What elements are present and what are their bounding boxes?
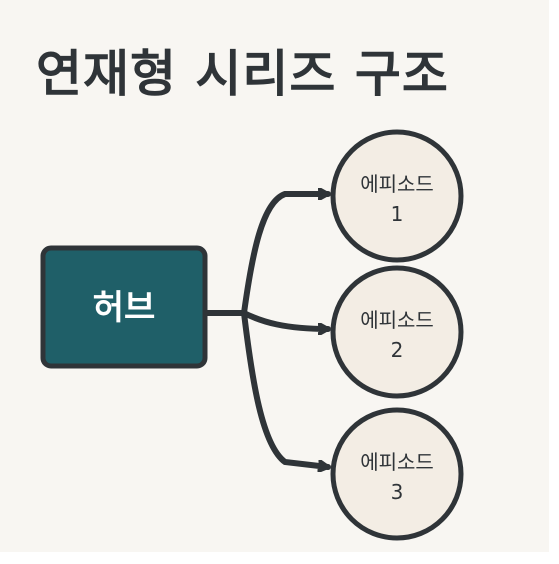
episode-node-3: 에피소드 3 xyxy=(330,407,464,541)
episode-2-title: 에피소드 xyxy=(360,308,434,332)
diagram-canvas: 연재형 시리즈 구조 허브 에피소드 1 에피소드 2 xyxy=(0,0,549,552)
episode-node-1: 에피소드 1 xyxy=(330,129,464,263)
episode-circle-2 xyxy=(330,265,464,399)
arrow-to-episode-3 xyxy=(241,310,331,467)
hub-label: 허브 xyxy=(93,288,156,328)
arrow-to-episode-2 xyxy=(241,310,331,329)
hub-episode-diagram: 허브 에피소드 1 에피소드 2 에피소드 3 xyxy=(40,129,464,541)
episode-circle-1 xyxy=(330,129,464,263)
episode-circle-3 xyxy=(330,407,464,541)
arrow-to-episode-1 xyxy=(241,194,331,316)
hub-node: 허브 xyxy=(40,245,208,369)
episode-1-title: 에피소드 xyxy=(360,172,434,196)
hub-box xyxy=(40,245,208,369)
diagram-title: 연재형 시리즈 구조 xyxy=(36,45,449,103)
episode-2-number: 2 xyxy=(391,338,404,362)
episode-3-title: 에피소드 xyxy=(360,450,434,474)
episode-1-number: 1 xyxy=(391,202,404,226)
episode-node-2: 에피소드 2 xyxy=(330,265,464,399)
episode-3-number: 3 xyxy=(391,480,404,504)
